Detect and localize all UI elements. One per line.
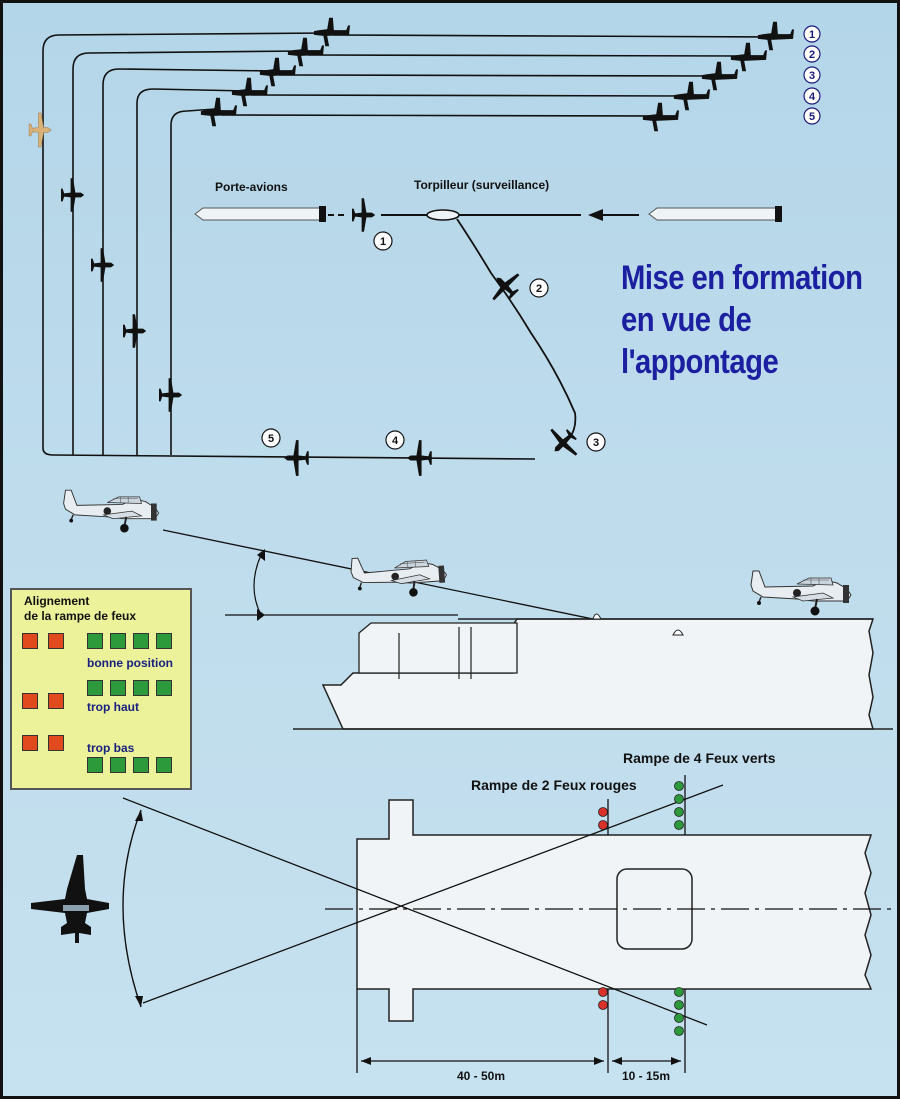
legend-too-low: trop bas — [87, 741, 135, 755]
legend-green-light — [110, 680, 126, 696]
legend-red-light — [48, 735, 64, 751]
number-5: 5 — [809, 111, 815, 123]
formation-number-list: 1 2 3 4 5 — [803, 25, 821, 125]
svg-text:5: 5 — [268, 433, 274, 445]
carrier-top-right — [648, 207, 782, 221]
svg-text:3: 3 — [593, 437, 599, 449]
destroyer-icon — [426, 209, 460, 221]
legend-green-light — [133, 757, 149, 773]
approach-row: Porte-avions Torpilleur (surveillance) 1… — [194, 178, 782, 476]
legend-green-light — [87, 680, 103, 696]
page-title: Mise en formation en vue de l'appontage — [621, 257, 870, 383]
diagram-canvas: 1 2 3 4 5 Porte-avions Torpilleur (surve… — [28, 17, 893, 1083]
carrier-label: Porte-avions — [215, 180, 288, 194]
number-1: 1 — [809, 29, 815, 41]
title-line-3: l'appontage — [621, 343, 779, 381]
carrier-top-left — [194, 207, 326, 221]
legend-green-light — [133, 633, 149, 649]
legend-red-light — [22, 693, 38, 709]
green-lights-label: Rampe de 4 Feux verts — [623, 750, 776, 766]
title-line-1: Mise en formation — [621, 259, 863, 297]
legend-green-light — [87, 633, 103, 649]
number-2: 2 — [809, 49, 815, 61]
approach-side-view — [62, 489, 893, 730]
distance-10-15: 10 - 15m — [622, 1069, 670, 1083]
red-lights-bottom — [598, 987, 608, 1010]
number-3: 3 — [809, 70, 815, 82]
green-lights-bottom — [674, 987, 684, 1036]
carrier-deck — [356, 799, 873, 1022]
green-lights-top — [674, 781, 684, 830]
svg-text:1: 1 — [380, 236, 386, 248]
formation-paths — [42, 32, 772, 460]
svg-text:4: 4 — [392, 435, 399, 447]
legend-title: Alignement de la rampe de feux — [24, 594, 137, 623]
legend-green-light — [110, 633, 126, 649]
legend-green-light — [133, 680, 149, 696]
plane-front-silhouette — [31, 855, 109, 943]
lights-legend: Alignement de la rampe de feux bonne pos… — [10, 588, 192, 790]
distance-40-50: 40 - 50m — [457, 1069, 505, 1083]
svg-text:2: 2 — [536, 283, 542, 295]
legend-red-light — [48, 633, 64, 649]
deck-top-view: 40 - 50m 10 - 15m Rampe de 4 Feux verts … — [31, 750, 893, 1083]
red-lights-top — [598, 807, 608, 830]
legend-green-light — [156, 757, 172, 773]
legend-good-position: bonne position — [87, 656, 173, 670]
title-line-2: en vue de — [621, 301, 752, 339]
legend-green-light — [156, 680, 172, 696]
legend-red-light — [22, 735, 38, 751]
red-lights-label: Rampe de 2 Feux rouges — [471, 777, 637, 793]
number-4: 4 — [809, 91, 816, 103]
legend-green-light — [156, 633, 172, 649]
legend-green-light — [110, 757, 126, 773]
legend-too-high: trop haut — [87, 700, 139, 714]
destroyer-label: Torpilleur (surveillance) — [414, 178, 549, 192]
legend-red-light — [22, 633, 38, 649]
legend-green-light — [87, 757, 103, 773]
legend-red-light — [48, 693, 64, 709]
